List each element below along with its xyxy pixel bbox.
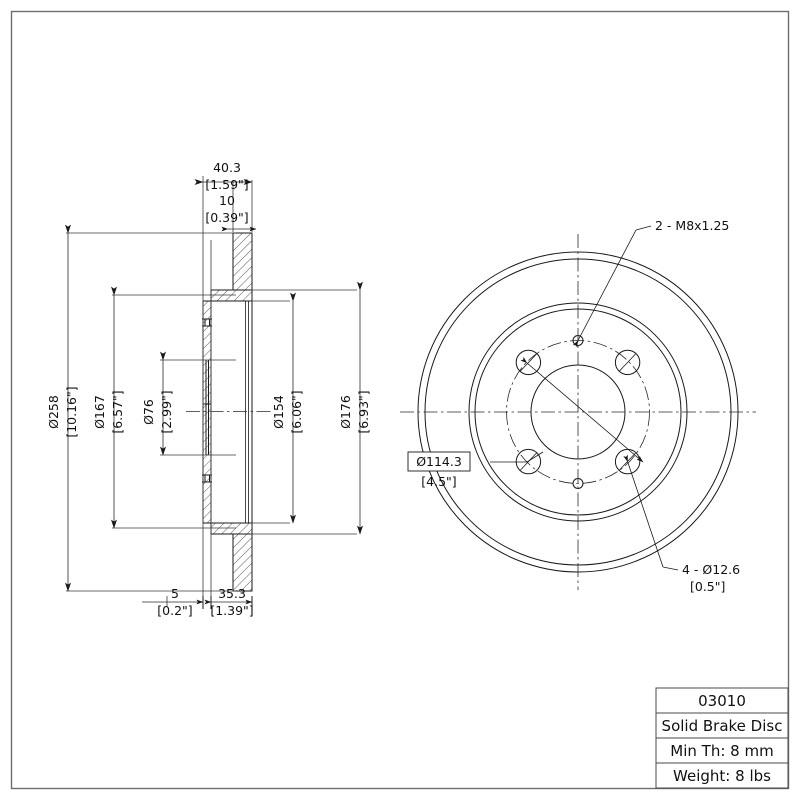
m8-thread-mark-lower	[202, 474, 212, 483]
callout-lug-holes-line2: [0.5"]	[690, 579, 725, 594]
dim-outer-diameter-imperial: [10.16"]	[64, 386, 79, 437]
dim-inner-face-diameter: Ø154 [6.06"]	[271, 292, 304, 524]
side-view-extension-lines	[66, 180, 357, 606]
m8-thread-mark-upper	[202, 318, 212, 327]
dim-center-bore-metric: Ø76	[141, 399, 156, 425]
drawing-border-frame	[10, 10, 790, 790]
dim-bolt-circle-imperial: [4.5"]	[421, 474, 456, 489]
dim-outer-diameter: Ø258 [10.16"]	[46, 224, 79, 592]
dim-rotor-thickness-imperial: [0.39"]	[205, 210, 248, 225]
dim-hub-flange-metric: Ø167	[92, 395, 107, 429]
callout-lug-holes: 4 - Ø12.6 [0.5"]	[623, 454, 740, 594]
dim-hat-offset: 5 [0.2"]	[142, 586, 204, 618]
dim-overall-width-metric: 40.3	[213, 160, 241, 175]
dim-overall-width-imperial: [1.59"]	[205, 177, 248, 192]
dim-hat-depth: 35.3 [1.39"]	[202, 586, 254, 618]
dim-hat-imperial: [6.93"]	[356, 390, 371, 433]
callout-bolt-circle: Ø114.3 [4.5"]	[407, 356, 644, 489]
hub-wall-upper	[202, 300, 212, 405]
dim-overall-width: 40.3 [1.59"]	[194, 160, 253, 240]
callout-threaded-holes: 2 - M8x1.25	[572, 218, 729, 348]
hub-wall-lower	[202, 403, 212, 524]
title-block-description: Solid Brake Disc	[662, 717, 783, 735]
dim-center-bore: Ø76 [2.99"]	[141, 351, 174, 456]
dim-hub-flange-imperial: [6.57"]	[110, 390, 125, 433]
dim-inner-face-imperial: [6.06"]	[289, 390, 304, 433]
dim-outer-diameter-metric: Ø258	[46, 395, 61, 429]
side-section-view	[186, 232, 272, 592]
bolt-circle-frame-box	[407, 451, 471, 472]
dim-hub-flange-diameter: Ø167 [6.57"]	[92, 286, 125, 529]
rotor-hat-web-bottom	[210, 522, 253, 535]
dim-bolt-circle-metric: Ø114.3	[416, 454, 462, 469]
dim-hat-offset-metric: 5	[171, 586, 179, 601]
dim-inner-face-metric: Ø154	[271, 395, 286, 429]
title-block-min-thickness: Min Th: 8 mm	[670, 742, 773, 760]
title-block: 03010 Solid Brake Disc Min Th: 8 mm Weig…	[655, 687, 789, 789]
title-block-weight: Weight: 8 lbs	[673, 767, 771, 785]
rotor-hat-web-top	[210, 289, 253, 302]
dim-rotor-thickness-metric: 10	[219, 193, 235, 208]
title-block-part-number: 03010	[698, 692, 746, 710]
dim-hat-depth-metric: 35.3	[218, 586, 246, 601]
dim-hat-diameter: Ø176 [6.93"]	[338, 281, 371, 535]
dim-hat-metric: Ø176	[338, 395, 353, 429]
callout-lug-holes-line1: 4 - Ø12.6	[682, 562, 740, 577]
rotor-ring-top-section	[232, 232, 253, 291]
rotor-ring-bottom-section	[232, 533, 253, 592]
dim-hat-offset-imperial: [0.2"]	[157, 603, 192, 618]
callout-threaded-holes-label: 2 - M8x1.25	[655, 218, 729, 233]
dim-rotor-thickness: 10 [0.39"]	[205, 193, 257, 232]
dim-hat-depth-imperial: [1.39"]	[210, 603, 253, 618]
dim-center-bore-imperial: [2.99"]	[159, 390, 174, 433]
